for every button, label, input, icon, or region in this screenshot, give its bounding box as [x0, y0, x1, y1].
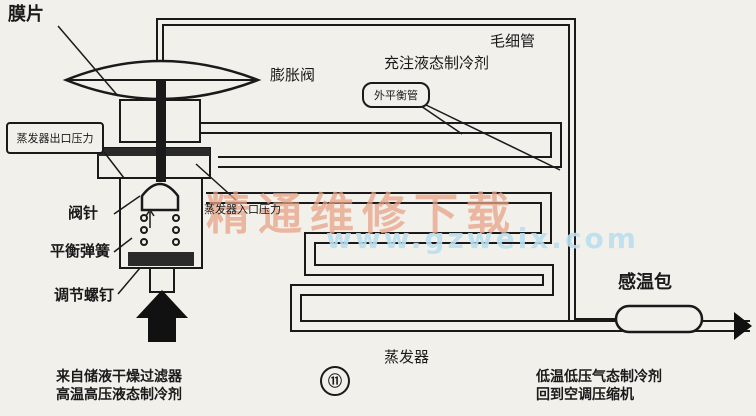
spring-coils — [140, 214, 180, 246]
label-balance-spring: 平衡弹簧 — [50, 242, 111, 260]
label-sensing-bulb: 感温包 — [618, 272, 672, 293]
outlet-arrow — [734, 312, 752, 340]
watermark-site-url: www.gzweix.com — [326, 222, 639, 255]
label-inlet-line1: 来自储液干燥过滤器 — [56, 369, 182, 385]
label-evaporator-outlet-pressure: 蒸发器出口压力 — [6, 122, 104, 154]
watermark-site-name: 精通维修下载 — [206, 189, 518, 240]
figure-number: ⑪ — [320, 366, 350, 396]
valve-needle-shape — [140, 182, 180, 212]
label-inlet-line2: 高温高压液态制冷剂 — [56, 387, 182, 403]
label-evaporator-inlet-pressure: 蒸发器入口压力 — [204, 203, 281, 216]
label-external-equalizer: 外平衡管 — [362, 82, 430, 108]
label-outlet: 低温低压气态制冷剂 回到空调压缩机 — [536, 368, 662, 404]
label-evaporator: 蒸发器 — [384, 348, 430, 366]
label-outlet-line1: 低温低压气态制冷剂 — [536, 369, 662, 385]
label-diaphragm: 膜片 — [8, 4, 44, 25]
label-outlet-line2: 回到空调压缩机 — [536, 387, 634, 403]
label-capillary: 毛细管 — [490, 32, 536, 50]
push-rod — [156, 80, 166, 182]
sensing-bulb-shape — [614, 304, 704, 334]
inlet-arrow — [136, 290, 188, 342]
label-charged-refrigerant: 充注液态制冷剂 — [384, 54, 490, 72]
label-valve-needle: 阀针 — [68, 204, 99, 222]
label-inlet: 来自储液干燥过滤器 高温高压液态制冷剂 — [56, 368, 182, 404]
label-adjusting-screw: 调节螺钉 — [54, 286, 115, 304]
label-expansion-valve: 膨胀阀 — [270, 66, 316, 84]
